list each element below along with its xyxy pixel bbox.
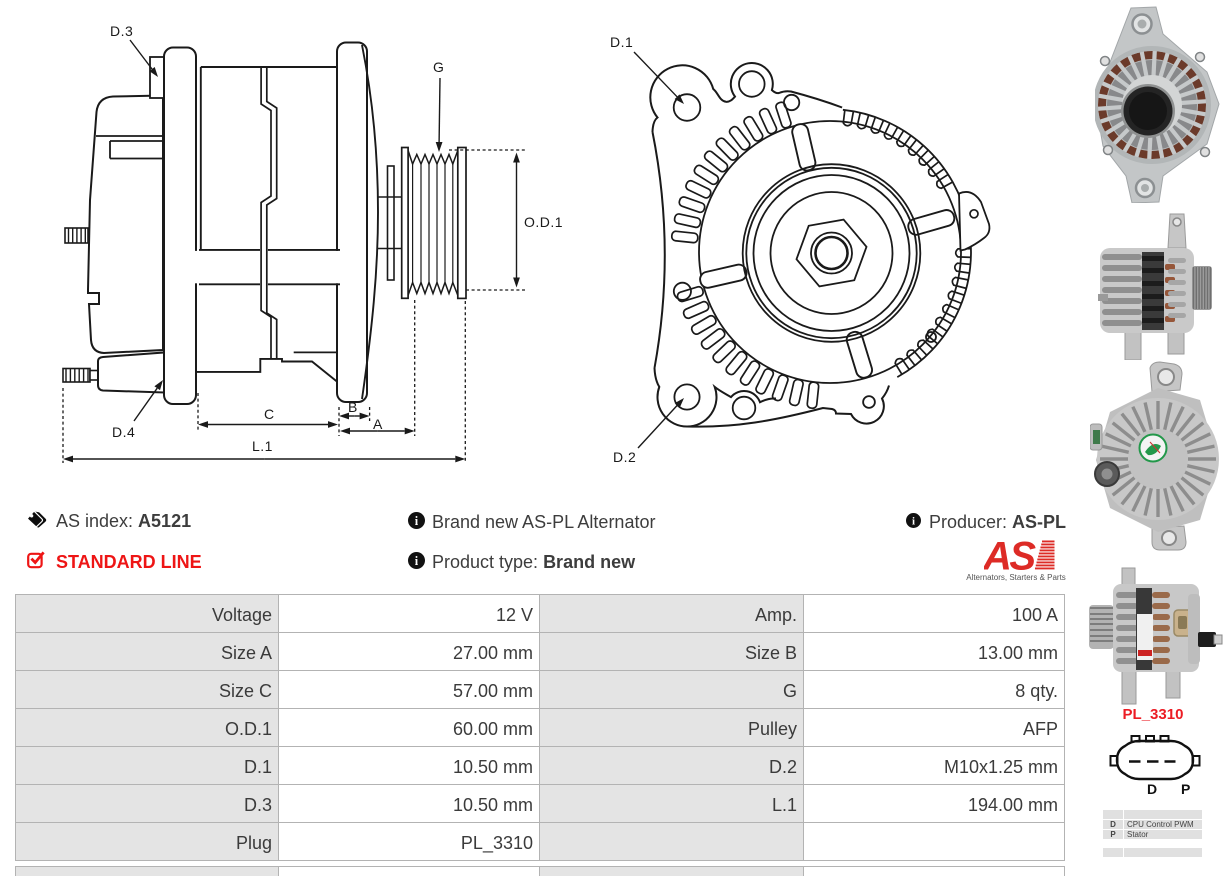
svg-text:O.D.1: O.D.1: [524, 214, 563, 230]
svg-text:D.3: D.3: [110, 23, 133, 39]
svg-text:D.2: D.2: [613, 449, 636, 465]
svg-text:i: i: [415, 554, 419, 568]
svg-text:D.1: D.1: [610, 34, 633, 50]
svg-text:D.4: D.4: [112, 424, 135, 440]
svg-text:B: B: [348, 399, 358, 415]
svg-text:L.1: L.1: [252, 438, 273, 454]
svg-text:C: C: [264, 406, 275, 422]
svg-text:i: i: [415, 514, 419, 528]
svg-text:i: i: [912, 515, 915, 527]
svg-text:G: G: [433, 59, 444, 75]
svg-text:AS: AS: [984, 539, 1036, 575]
svg-text:A: A: [373, 416, 383, 432]
